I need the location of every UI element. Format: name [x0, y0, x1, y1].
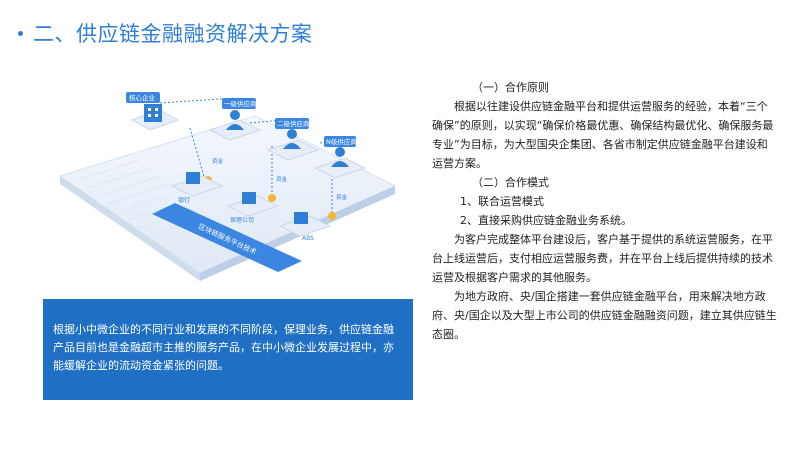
tierN-node: N级供应商 — [313, 136, 367, 179]
bank-node: 银行 — [170, 172, 224, 204]
tier2-node: 二级供应商 — [266, 118, 320, 161]
factoring-icon — [242, 192, 256, 204]
para-principles: 根据以往建设供应链金融平台和提供运营服务的经验，本着“三个确保”的原则，以实现“… — [432, 100, 774, 170]
fund-tags: 资金 资金 资金 — [212, 157, 348, 201]
abs-node: ABS — [278, 212, 332, 242]
tierN-label: N级供应商 — [326, 137, 357, 146]
platform-band — [152, 203, 302, 272]
fund-tag-2: 资金 — [276, 175, 288, 183]
abs-icon — [294, 212, 308, 224]
title-bullet — [18, 30, 23, 36]
factoring-label: 保理公司 — [230, 216, 254, 224]
platform-side-left — [60, 176, 200, 281]
supply-chain-diagram: 区块链服务平台技术 核心企业 一级供应商 二级供应商 N级供应商 — [58, 92, 397, 281]
heading-modes: （二）合作模式 — [472, 176, 549, 189]
core-enterprise-node: 核心企业 — [126, 92, 180, 131]
mode-item-1: 1、联合运营模式 — [460, 195, 544, 208]
summary-box: 根据小中微企业的不同行业和发展的不同阶段，保理业务，供应链金融产品目前也是金融超… — [43, 299, 413, 400]
para-mode-service: 为客户完成整体平台建设后，客户基于提供的系统运营服务，在平台上线运营后，支付相应… — [432, 233, 773, 284]
page-title: 二、供应链金融融资解决方案 — [33, 22, 313, 46]
bank-icon — [186, 172, 200, 184]
heading-principles: （一）合作原则 — [472, 81, 549, 94]
right-content: （一）合作原则 根据以往建设供应链金融平台和提供运营服务的经验，本着“三个确保”… — [432, 78, 777, 344]
mode-item-2: 2、直接采购供应链金融业务系统。 — [460, 214, 632, 227]
tier1-node: 一级供应商 — [208, 98, 262, 141]
fund-tag-1: 资金 — [212, 157, 224, 165]
fund-tag-3: 资金 — [336, 193, 348, 201]
summary-text: 根据小中微企业的不同行业和发展的不同阶段，保理业务，供应链金融产品目前也是金融超… — [53, 323, 394, 372]
tier2-person-icon — [287, 129, 297, 139]
factoring-node: 保理公司 — [226, 192, 280, 224]
tier2-label: 二级供应商 — [277, 119, 310, 128]
tierN-person-icon — [335, 147, 345, 157]
tier1-label: 一级供应商 — [224, 99, 257, 108]
bank-label: 银行 — [178, 196, 190, 204]
title-row: 二、供应链金融融资解决方案 — [18, 18, 313, 48]
core-building-icon — [144, 104, 162, 122]
abs-label: ABS — [302, 235, 314, 242]
core-label: 核心企业 — [129, 93, 156, 102]
tier1-person-icon — [230, 110, 240, 120]
para-mode-platform: 为地方政府、央/国企搭建一套供应链金融平台，用来解决地方政府、央/国企以及大型上… — [432, 290, 777, 341]
